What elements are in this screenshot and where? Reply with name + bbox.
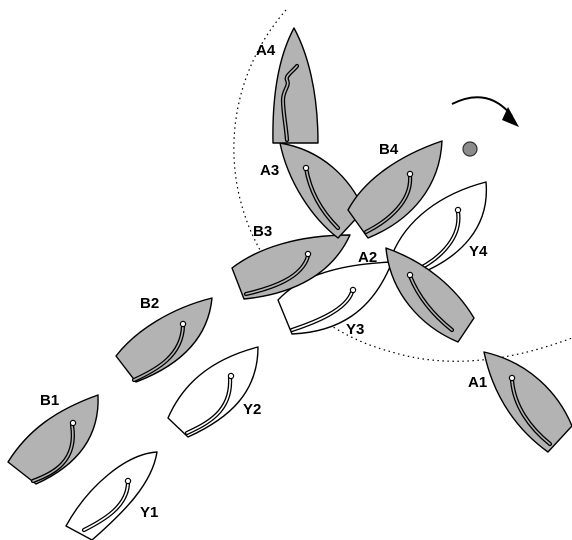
- label-A3: A3: [260, 162, 279, 179]
- boat-A2: [385, 247, 475, 343]
- boat-B4: [347, 140, 443, 239]
- label-B1: B1: [40, 392, 59, 409]
- mark-zone-circle: [233, 9, 572, 362]
- boat-A4: [272, 27, 319, 144]
- boat-B2: [115, 297, 213, 383]
- boat-Y1: [65, 451, 158, 540]
- label-Y2: Y2: [243, 401, 261, 418]
- boat-Y2: [167, 346, 259, 438]
- boat-A1: [483, 351, 572, 453]
- label-Y3: Y3: [346, 321, 364, 338]
- label-Y1: Y1: [140, 504, 158, 521]
- label-A1: A1: [468, 374, 487, 391]
- label-Y4: Y4: [469, 243, 488, 260]
- label-B2: B2: [140, 295, 159, 312]
- label-B3: B3: [253, 223, 272, 240]
- mark-buoy: [462, 141, 478, 157]
- label-A2: A2: [358, 249, 377, 266]
- boat-B1: [7, 394, 99, 485]
- boat-B3: [231, 234, 351, 300]
- label-B4: B4: [379, 141, 399, 158]
- label-A4: A4: [256, 42, 276, 59]
- boat-A3: [279, 142, 365, 239]
- clockwise-arrow-icon: [451, 96, 519, 127]
